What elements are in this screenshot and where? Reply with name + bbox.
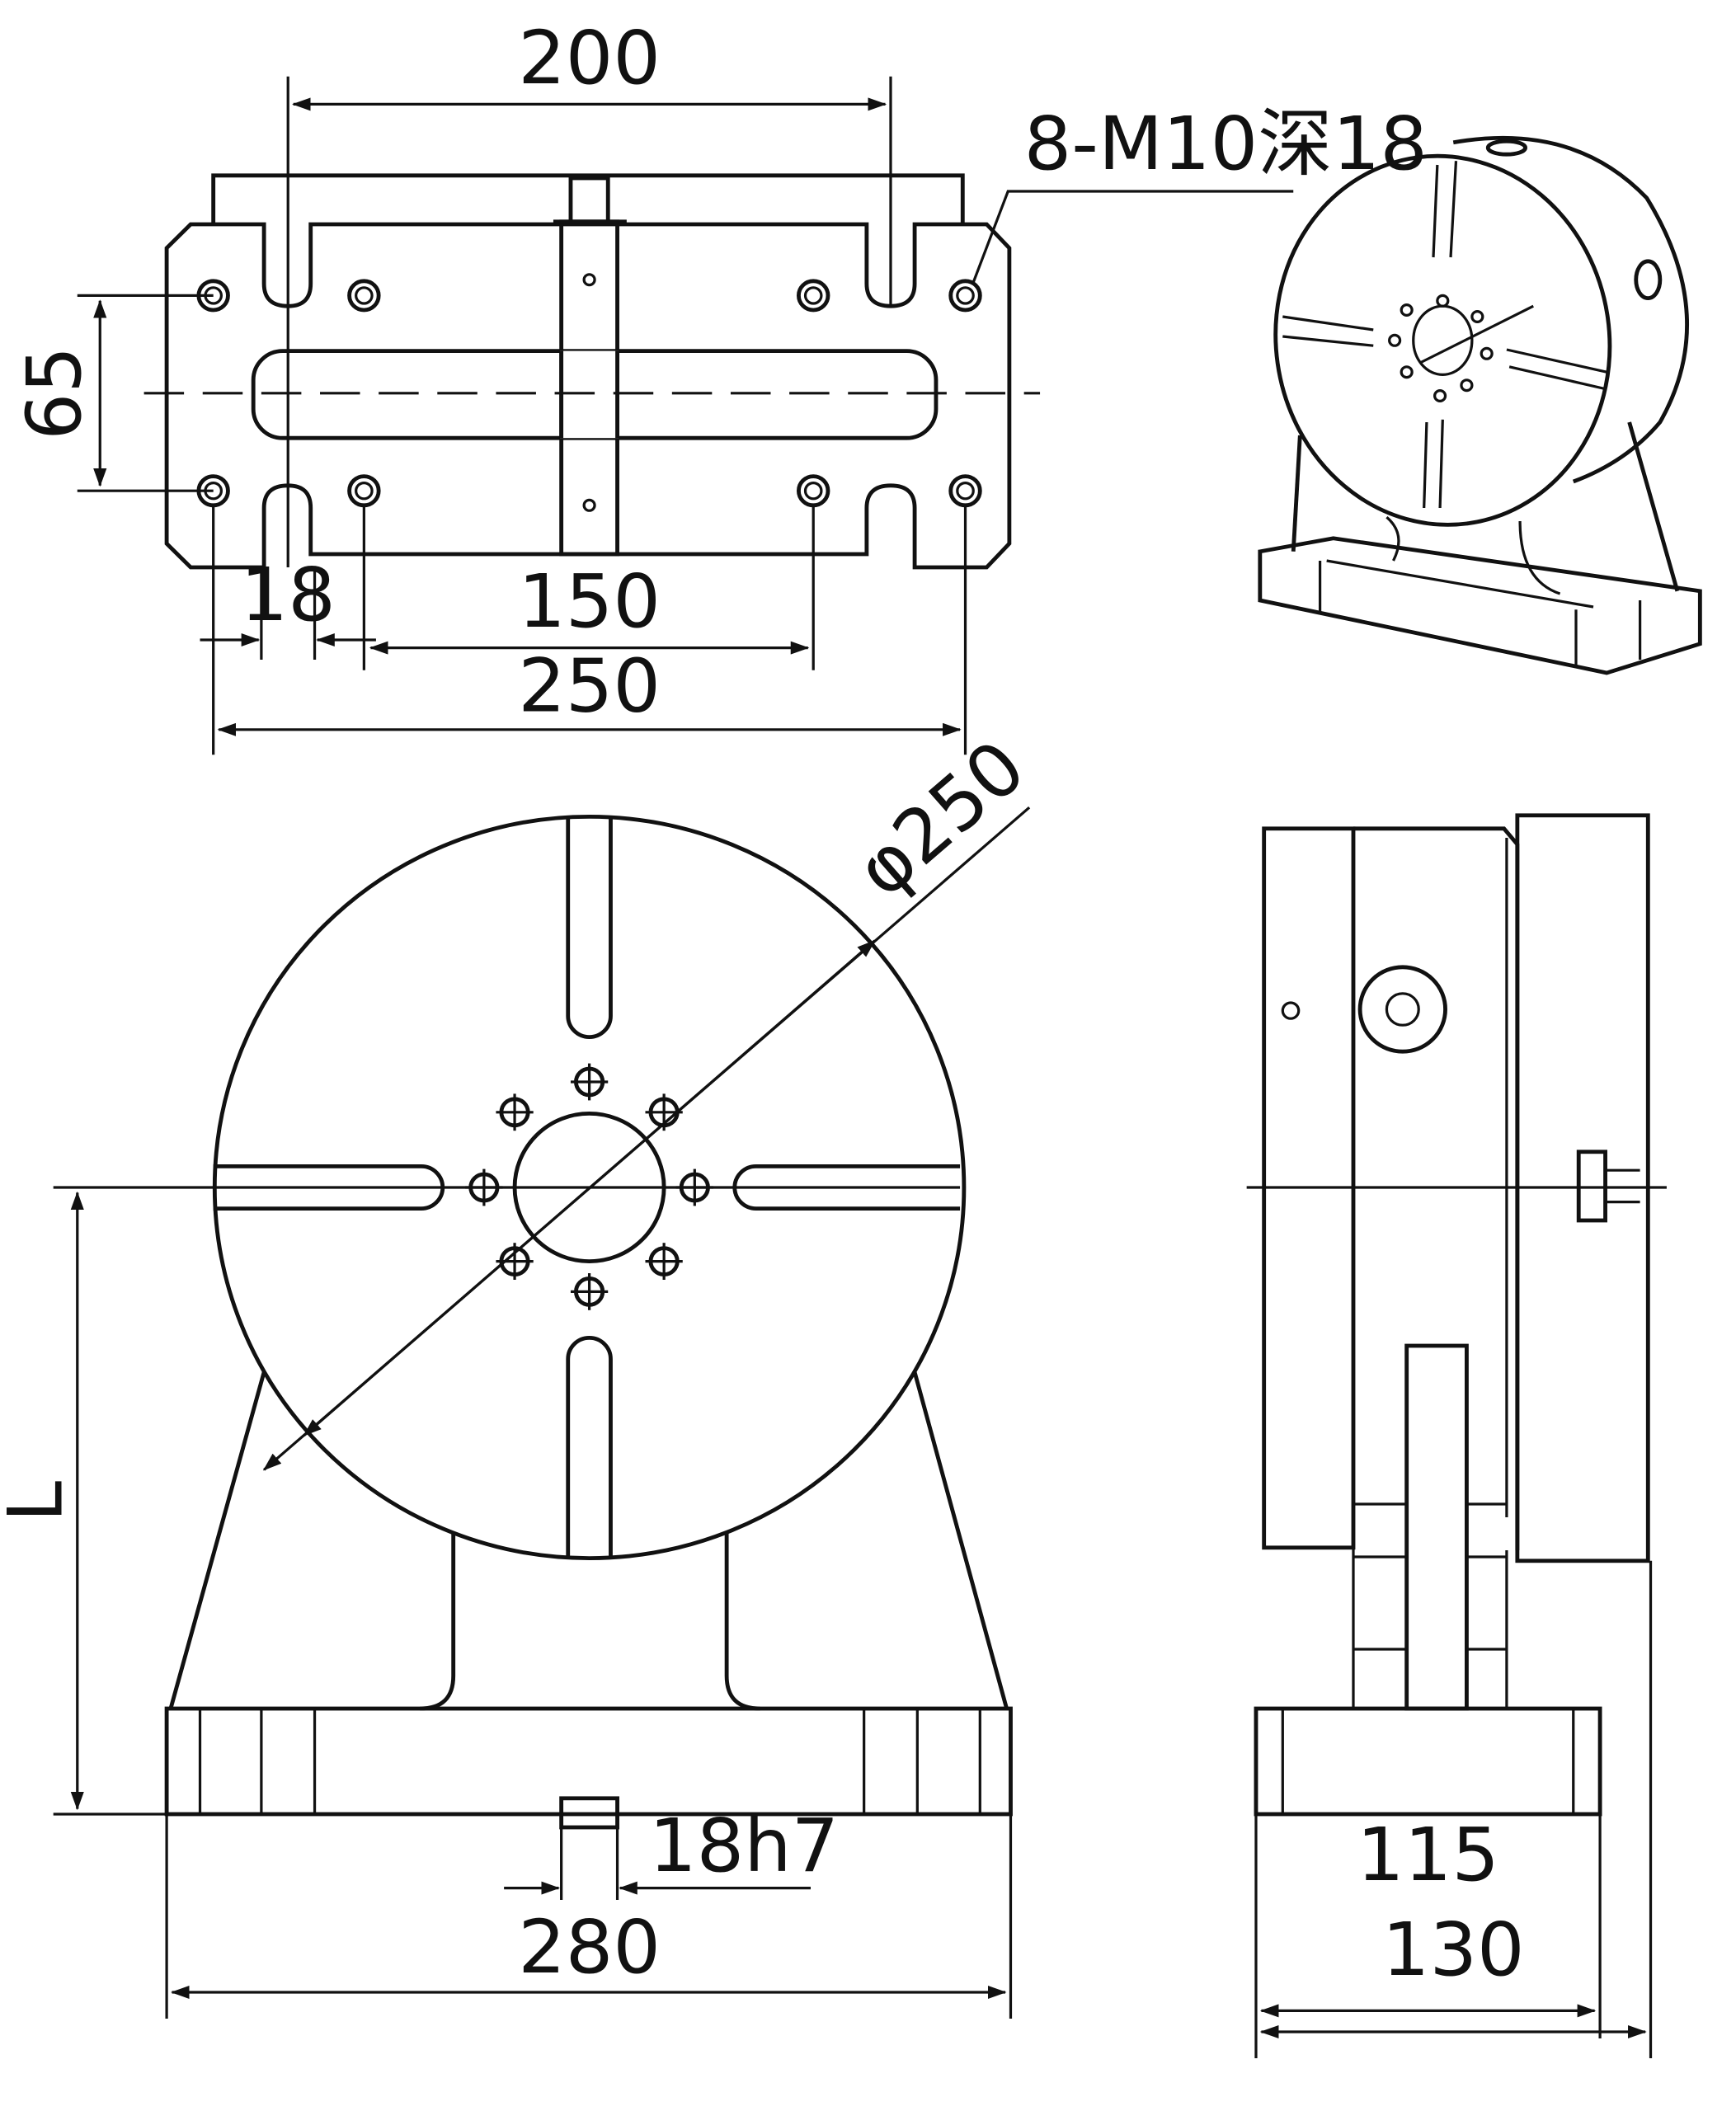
side-view (1246, 813, 1667, 2058)
front-view (53, 806, 1031, 2019)
isometric-view (1258, 135, 1702, 675)
dim-115: 115 (1357, 1812, 1499, 1897)
dim-18: 18 (241, 552, 336, 637)
dim-65: 65 (12, 346, 99, 440)
dim-250: 250 (518, 643, 661, 729)
dim-130: 130 (1382, 1907, 1525, 1993)
dim-18h7: 18h7 (649, 1803, 839, 1888)
dim-280: 280 (518, 1904, 661, 1990)
dim-150: 150 (518, 558, 661, 644)
top-view (77, 76, 1294, 755)
dim-callout: 8-M10深18 (1024, 101, 1428, 186)
dim-200: 200 (518, 15, 661, 101)
dim-L: L (0, 1481, 79, 1522)
